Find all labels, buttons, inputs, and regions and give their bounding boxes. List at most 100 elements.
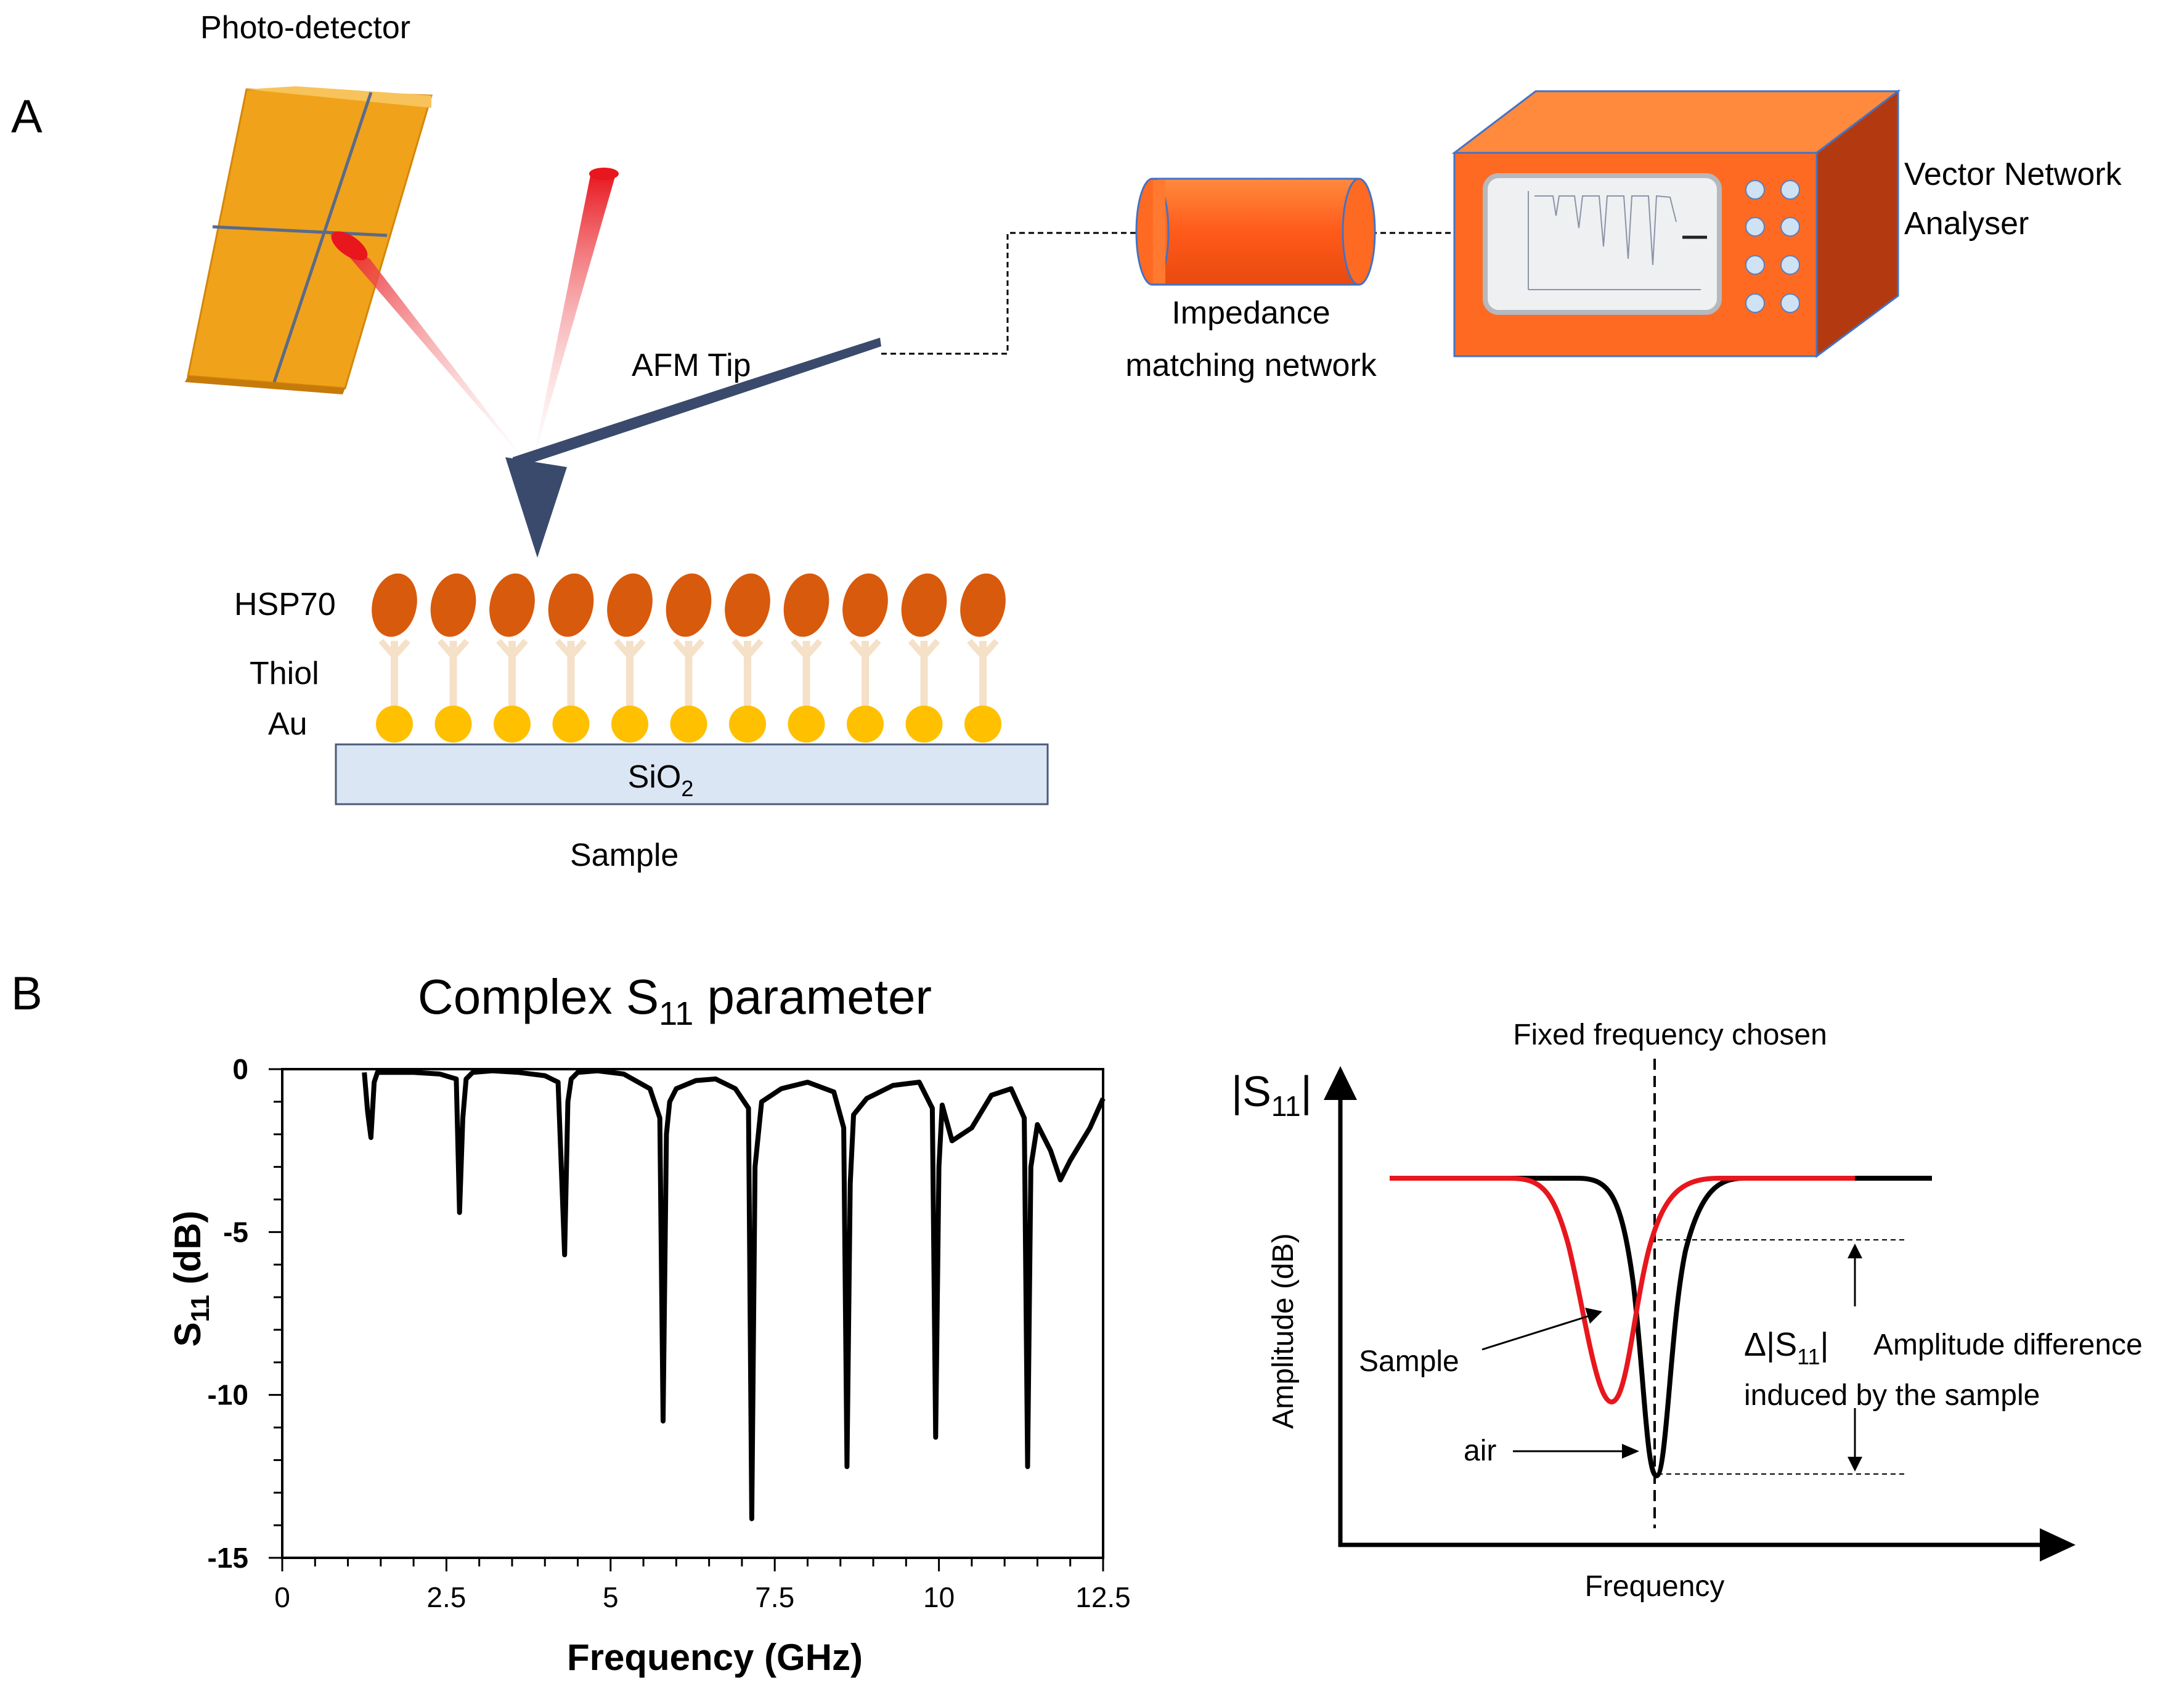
hsp70-protein (901, 573, 947, 637)
sample-label: Sample (570, 837, 678, 873)
x-tick-label: 12.5 (1075, 1581, 1131, 1613)
sample-annotation-arrow (1481, 1314, 1591, 1351)
vna-knobs (1745, 180, 1800, 313)
thiol-linker-y (672, 638, 705, 661)
gold-nanoparticle (434, 706, 472, 743)
detector-quadrant-line-h (212, 225, 388, 237)
impedance-label-line1: Impedance (1171, 295, 1330, 331)
molecule (489, 573, 535, 743)
hsp70-protein (548, 573, 594, 637)
laser-beam-incident (531, 168, 619, 468)
s11-series-line (362, 1068, 1106, 1521)
molecule (783, 573, 829, 743)
gold-nanoparticle (964, 706, 1001, 743)
gold-nanoparticle (494, 706, 531, 743)
right-axes (1324, 1066, 2076, 1562)
detector-quadrant-line-v (272, 92, 373, 383)
hsp70-protein (666, 573, 712, 637)
photo-detector (185, 86, 433, 394)
gold-nanoparticle (729, 706, 766, 743)
gold-nanoparticle (788, 706, 825, 743)
gold-nanoparticle (611, 706, 648, 743)
right-title: Fixed frequency chosen (1513, 1019, 1827, 1051)
photo-detector-label: Photo-detector (200, 10, 410, 46)
thiol-linker-y (614, 638, 646, 661)
thiol-linker-y (908, 638, 940, 661)
vna-label-line2: Analyser (1904, 206, 2029, 242)
hsp70-label: HSP70 (234, 587, 336, 622)
y-tick-label: -5 (223, 1216, 248, 1248)
y-axis-arrow (1324, 1066, 1357, 1100)
gold-nanoparticle (847, 706, 884, 743)
delta-text-line2: induced by the sample (1744, 1379, 2040, 1412)
afm-cantilever (505, 338, 881, 558)
thiol-linker-y (555, 638, 587, 661)
sample-annotation-arrowhead (1585, 1308, 1602, 1324)
connection-tip-to-impedance (881, 232, 1137, 355)
sample-annotation: Sample (1359, 1345, 1459, 1378)
hsp70-protein (489, 573, 535, 637)
gold-nanoparticle (552, 706, 590, 743)
y-axis-label: S11 (dB) (167, 1210, 214, 1346)
laser-beam-reflected (330, 231, 531, 468)
right-y-axis-symbol: |S11| (1231, 1067, 1312, 1122)
gold-nanoparticle (905, 706, 943, 743)
molecule (725, 573, 770, 743)
vna-screen (1483, 173, 1722, 315)
hsp70-protein (725, 573, 770, 637)
x-tick-label: 0 (274, 1581, 290, 1613)
thiol-linker-y (378, 638, 410, 661)
vector-network-analyser (1451, 89, 1901, 358)
molecule (607, 573, 653, 743)
y-tick-label: 0 (232, 1053, 248, 1085)
thiol-linker-y (496, 638, 528, 661)
thiol-linker-y (437, 638, 470, 661)
plot-frame (281, 1068, 1104, 1559)
molecule (372, 573, 417, 743)
molecule (430, 573, 476, 743)
x-tick-label: 5 (603, 1581, 619, 1613)
molecule (666, 573, 712, 743)
air-curve (1390, 1176, 1932, 1479)
impedance-matching-network (1135, 177, 1376, 286)
substrate-label: SiO2 (628, 759, 694, 801)
molecule (548, 573, 594, 743)
chart-title: Complex S11 parameter (418, 969, 932, 1032)
molecule (842, 573, 888, 743)
panel-a: A Photo-detector AFM Tip (11, 10, 2122, 873)
molecule (960, 573, 1006, 743)
y-tick-label: -15 (208, 1542, 248, 1574)
sample-curve (1390, 1176, 1855, 1405)
air-annotation-arrowhead (1622, 1444, 1639, 1459)
x-axis-arrow (2040, 1528, 2076, 1562)
air-annotation: air (1464, 1435, 1496, 1467)
thiol-linker-y (849, 638, 881, 661)
hsp70-protein (372, 573, 417, 637)
hsp70-protein (430, 573, 476, 637)
panel-a-label: A (11, 91, 43, 143)
delta-arrow (1848, 1244, 1862, 1472)
x-tick-label: 7.5 (755, 1581, 794, 1613)
thiol-linker-y (967, 638, 999, 661)
impedance-label-line2: matching network (1125, 348, 1377, 383)
au-label: Au (268, 706, 308, 742)
x-axis-label: Frequency (GHz) (567, 1637, 863, 1678)
sio2-substrate (335, 743, 1049, 805)
x-tick-label: 10 (923, 1581, 955, 1613)
s11-chart-series (362, 1068, 1106, 1521)
gold-nanoparticle (376, 706, 413, 743)
hsp70-protein (783, 573, 829, 637)
delta-text-line1: Amplitude difference (1873, 1329, 2143, 1361)
molecule (901, 573, 947, 743)
hsp70-protein (960, 573, 1006, 637)
afm-tip-label: AFM Tip (632, 348, 751, 383)
panel-b-label: B (11, 967, 43, 1020)
gold-nanoparticle (670, 706, 707, 743)
s11-chart-axes (281, 1068, 1104, 1559)
vna-screen-trace (1528, 191, 1707, 290)
delta-symbol: Δ|S11| (1744, 1326, 1829, 1369)
